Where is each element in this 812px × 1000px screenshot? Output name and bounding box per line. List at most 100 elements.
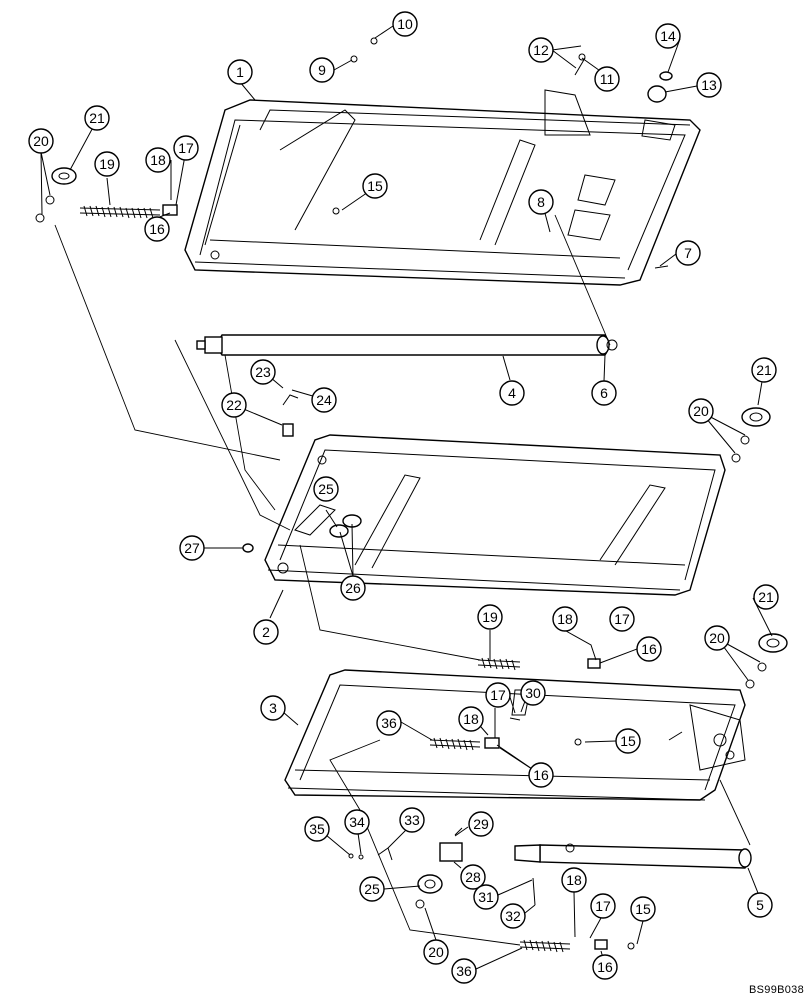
svg-text:16: 16 xyxy=(641,641,657,657)
callout-19: 19 xyxy=(477,604,503,630)
callout-17: 17 xyxy=(609,606,635,632)
svg-text:36: 36 xyxy=(381,715,397,731)
callout-18: 18 xyxy=(552,606,578,632)
svg-text:18: 18 xyxy=(150,152,166,168)
drawing-reference-code: BS99B038 xyxy=(749,984,804,996)
svg-text:10: 10 xyxy=(397,16,413,32)
callout-24: 24 xyxy=(311,387,337,413)
callout-12: 12 xyxy=(528,37,554,63)
svg-text:16: 16 xyxy=(597,959,613,975)
svg-text:1: 1 xyxy=(236,64,244,80)
svg-text:14: 14 xyxy=(660,28,676,44)
callout-17: 17 xyxy=(485,682,511,708)
callout-21: 21 xyxy=(751,357,777,383)
svg-text:23: 23 xyxy=(255,364,271,380)
svg-text:13: 13 xyxy=(701,77,717,93)
svg-text:19: 19 xyxy=(99,156,115,172)
callout-36: 36 xyxy=(451,958,477,984)
callout-16: 16 xyxy=(528,762,554,788)
callout-20: 20 xyxy=(28,128,54,154)
callout-9: 9 xyxy=(309,57,335,83)
svg-text:7: 7 xyxy=(684,245,692,261)
callout-29: 29 xyxy=(468,811,494,837)
callout-13: 13 xyxy=(696,72,722,98)
svg-text:16: 16 xyxy=(149,221,165,237)
svg-text:19: 19 xyxy=(482,609,498,625)
svg-text:20: 20 xyxy=(33,133,49,149)
svg-text:18: 18 xyxy=(557,611,573,627)
svg-text:15: 15 xyxy=(620,733,636,749)
callout-27: 27 xyxy=(179,535,205,561)
svg-text:21: 21 xyxy=(758,589,774,605)
svg-text:8: 8 xyxy=(537,194,545,210)
svg-text:15: 15 xyxy=(635,901,651,917)
callout-36: 36 xyxy=(376,710,402,736)
callout-3: 3 xyxy=(260,695,286,721)
svg-text:17: 17 xyxy=(595,898,611,914)
routing-lines xyxy=(54,214,751,946)
callout-8: 8 xyxy=(528,189,554,215)
callout-16: 16 xyxy=(636,636,662,662)
callout-20: 20 xyxy=(704,625,730,651)
svg-text:20: 20 xyxy=(693,403,709,419)
callout-30: 30 xyxy=(520,680,546,706)
callout-17: 17 xyxy=(590,893,616,919)
svg-text:11: 11 xyxy=(600,71,615,87)
callout-18: 18 xyxy=(458,706,484,732)
cylinder-4 xyxy=(196,334,610,356)
callout-25: 25 xyxy=(359,876,385,902)
svg-text:20: 20 xyxy=(709,630,725,646)
callout-7: 7 xyxy=(675,240,701,266)
svg-text:25: 25 xyxy=(318,481,334,497)
svg-text:2: 2 xyxy=(262,624,270,640)
callout-31: 31 xyxy=(473,884,499,910)
svg-text:9: 9 xyxy=(318,62,326,78)
callout-18: 18 xyxy=(561,867,587,893)
svg-text:26: 26 xyxy=(345,580,361,596)
callout-35: 35 xyxy=(304,816,330,842)
callout-4: 4 xyxy=(499,380,525,406)
svg-text:17: 17 xyxy=(178,140,194,156)
svg-text:4: 4 xyxy=(508,385,516,401)
svg-text:18: 18 xyxy=(463,711,479,727)
callout-20: 20 xyxy=(688,398,714,424)
svg-text:34: 34 xyxy=(349,814,365,830)
cylinder-5 xyxy=(439,842,752,869)
svg-text:32: 32 xyxy=(505,908,521,924)
middle-frame-section xyxy=(264,434,726,596)
callout-25: 25 xyxy=(313,476,339,502)
svg-text:17: 17 xyxy=(614,611,630,627)
svg-text:35: 35 xyxy=(309,821,325,837)
svg-text:16: 16 xyxy=(533,767,549,783)
callout-15: 15 xyxy=(362,173,388,199)
svg-text:20: 20 xyxy=(428,944,444,960)
svg-text:31: 31 xyxy=(478,889,494,905)
callout-2: 2 xyxy=(253,619,279,645)
callout-10: 10 xyxy=(392,11,418,37)
callout-22: 22 xyxy=(221,392,247,418)
callout-17: 17 xyxy=(173,135,199,161)
callout-labels: 1 2 3 4 5 6 7 8 9 10 11 12 13 14 15 15 1… xyxy=(28,11,779,984)
callout-33: 33 xyxy=(399,807,425,833)
svg-text:6: 6 xyxy=(600,385,608,401)
callout-15: 15 xyxy=(630,896,656,922)
callout-16: 16 xyxy=(144,216,170,242)
svg-text:28: 28 xyxy=(465,869,481,885)
lower-frame-section xyxy=(284,669,746,801)
callout-28: 28 xyxy=(460,864,486,890)
callout-19: 19 xyxy=(94,151,120,177)
svg-text:29: 29 xyxy=(473,816,489,832)
callout-21: 21 xyxy=(753,584,779,610)
svg-text:33: 33 xyxy=(404,812,420,828)
callout-32: 32 xyxy=(500,903,526,929)
callout-26: 26 xyxy=(340,575,366,601)
callout-23: 23 xyxy=(250,359,276,385)
callout-18: 18 xyxy=(145,147,171,173)
svg-text:24: 24 xyxy=(316,392,332,408)
callout-34: 34 xyxy=(344,809,370,835)
svg-text:17: 17 xyxy=(490,687,506,703)
svg-text:30: 30 xyxy=(525,685,541,701)
springs-and-hardware xyxy=(35,37,788,953)
callout-20: 20 xyxy=(423,939,449,965)
